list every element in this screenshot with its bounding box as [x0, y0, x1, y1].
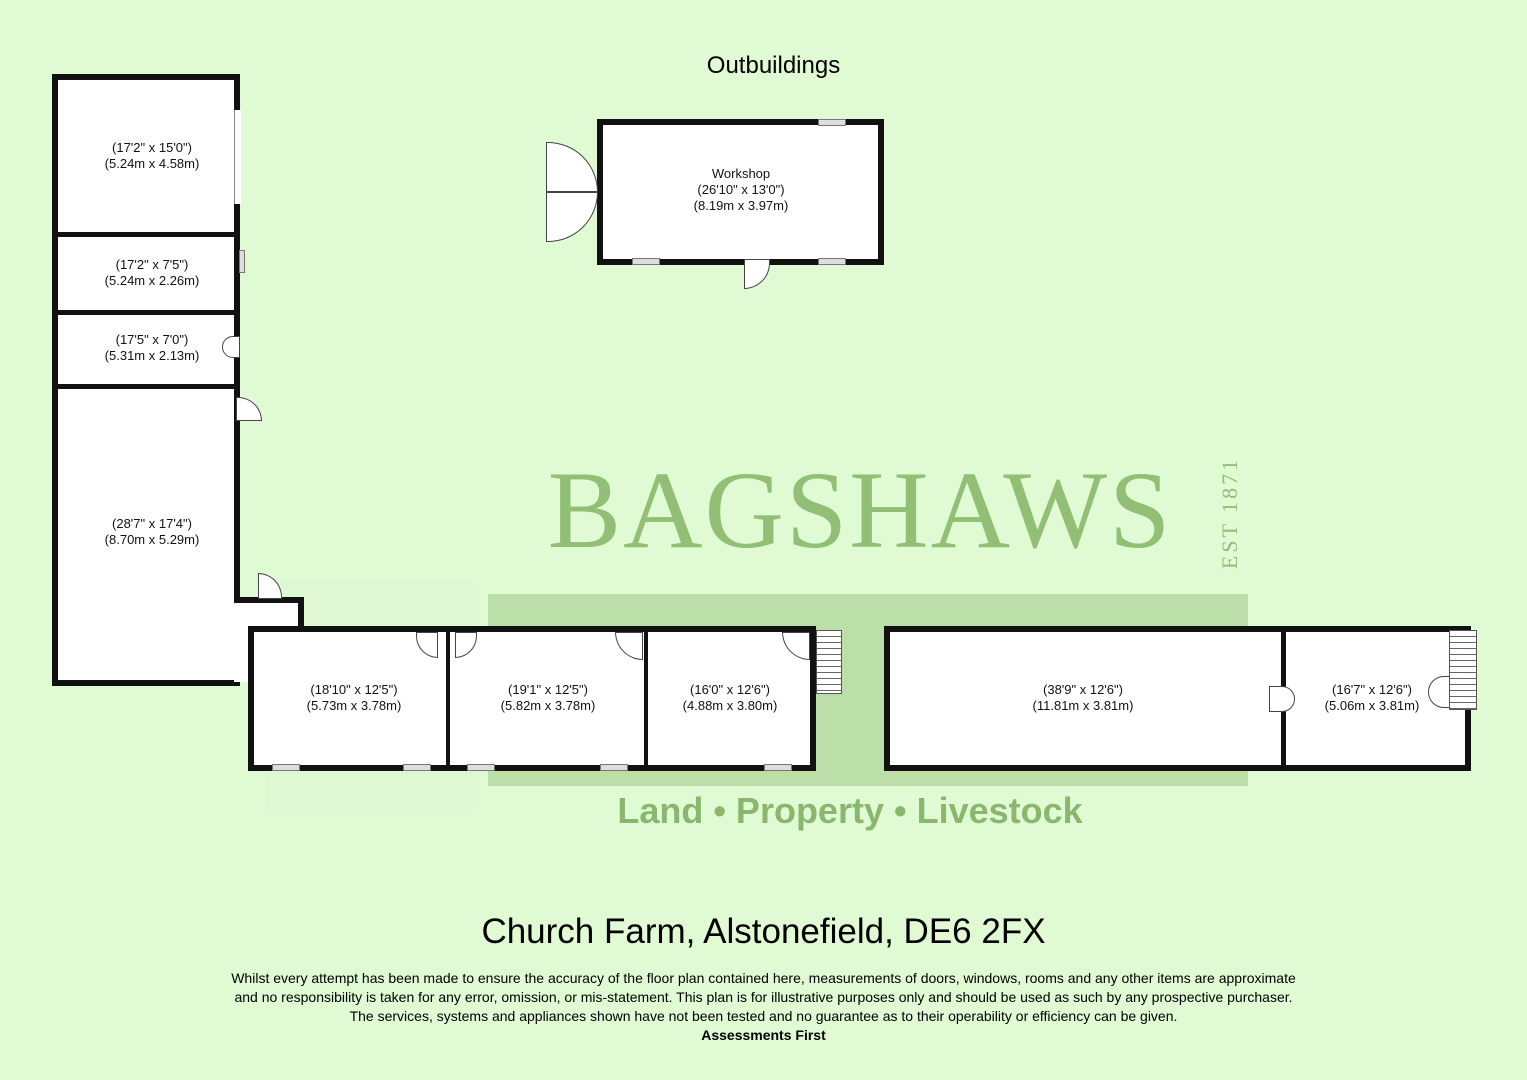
- window: [239, 250, 245, 273]
- workshop: [597, 119, 884, 265]
- watermark-est: EST 1871: [1217, 456, 1242, 570]
- address: Church Farm, Alstonefield, DE6 2FX: [481, 912, 1046, 951]
- window: [467, 764, 495, 771]
- room-label: (18'10" x 12'5")(5.73m x 3.78m): [306, 682, 402, 713]
- window: [764, 764, 792, 771]
- room-label: (16'7" x 12'6")(5.06m x 3.81m): [1324, 682, 1420, 713]
- door: [744, 259, 770, 289]
- room-label: (17'5" x 7'0")(5.31m x 2.13m): [104, 332, 200, 363]
- room-label: (17'2" x 15'0")(5.24m x 4.58m): [104, 140, 200, 171]
- bottom-range: [248, 626, 816, 771]
- window: [403, 764, 431, 771]
- room-label: (16'0" x 12'6")(4.88m x 3.80m): [682, 682, 778, 713]
- door: [236, 397, 262, 421]
- window: [272, 764, 300, 771]
- window: [818, 119, 846, 126]
- disclaimer: Whilst every attempt has been made to en…: [0, 969, 1527, 1045]
- disclaimer-line: and no responsibility is taken for any e…: [234, 989, 1293, 1005]
- door: [1269, 686, 1295, 712]
- window: [818, 258, 846, 265]
- wall: [58, 310, 236, 315]
- disclaimer-line: Whilst every attempt has been made to en…: [231, 970, 1296, 986]
- window: [600, 764, 628, 771]
- wall: [644, 630, 648, 766]
- window: [632, 258, 660, 265]
- right-building: [884, 626, 1471, 771]
- credit: Assessments First: [701, 1027, 826, 1043]
- staircase: [816, 630, 842, 694]
- door: [258, 573, 282, 599]
- left-building: [52, 74, 240, 686]
- room-label: (38'9" x 12'6")(11.81m x 3.81m): [1032, 682, 1134, 713]
- room-label: (28'7" x 17'4")(8.70m x 5.29m): [104, 516, 200, 547]
- disclaimer-line: The services, systems and appliances sho…: [349, 1008, 1178, 1024]
- wall: [58, 232, 236, 237]
- double-door: [546, 142, 598, 192]
- watermark-brand: BAGSHAWS: [547, 449, 1173, 571]
- wall: [58, 384, 236, 389]
- room-label: Workshop(26'10" x 13'0")(8.19m x 3.97m): [693, 166, 789, 213]
- watermark-tagline: Land • Property • Livestock: [617, 790, 1083, 831]
- double-door: [546, 192, 598, 242]
- room-label: (17'2" x 7'5")(5.24m x 2.26m): [104, 257, 200, 288]
- room-label: (19'1" x 12'5")(5.82m x 3.78m): [500, 682, 596, 713]
- door: [222, 336, 240, 358]
- wall: [446, 630, 450, 766]
- staircase: [1449, 630, 1477, 710]
- plan-title: Outbuildings: [706, 52, 841, 79]
